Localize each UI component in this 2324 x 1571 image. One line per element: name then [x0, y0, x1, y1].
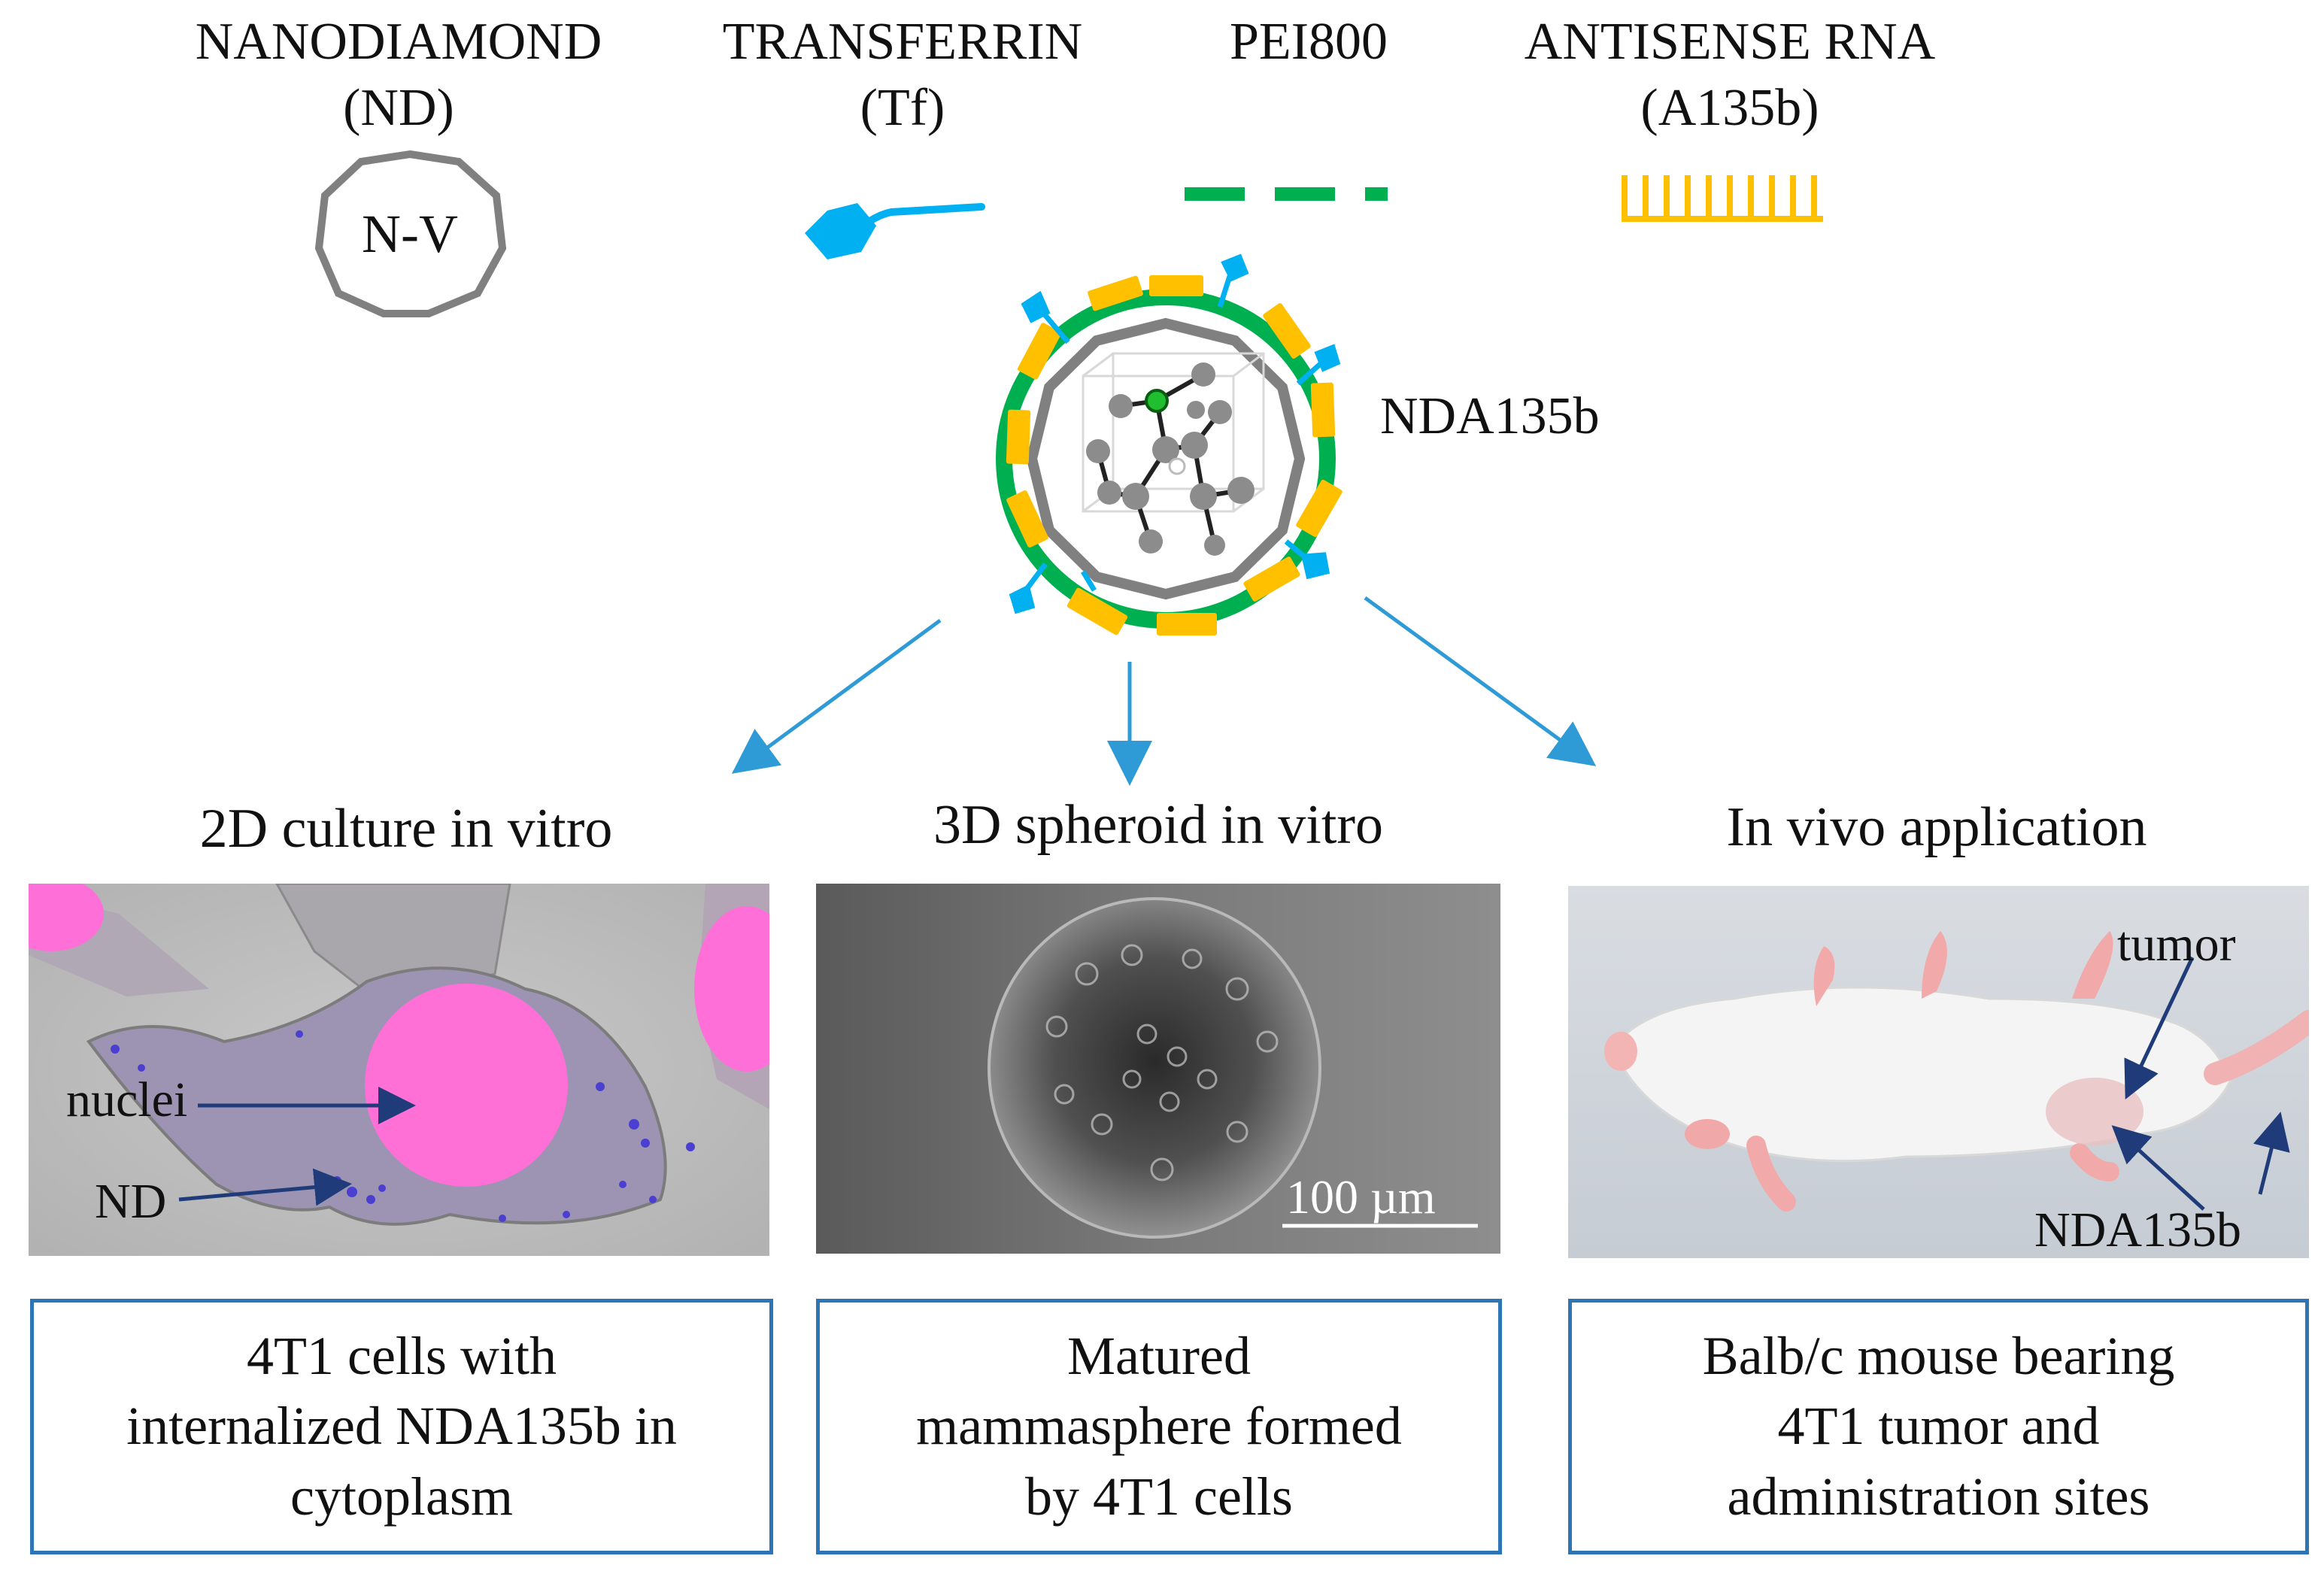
- legend-transferrin-abbrev: (Tf): [860, 78, 945, 137]
- legend-rna-label: ANTISENSE RNA (A135b): [1452, 9, 2008, 141]
- panel-3d-spheroid-image: 100 µm: [816, 884, 1500, 1254]
- legend-pei-name: PEI800: [1230, 13, 1388, 71]
- rna-strands: [1006, 275, 1343, 635]
- nv-center-atom: [1145, 389, 1169, 413]
- label-nd: ND: [95, 1174, 167, 1229]
- transferrin-ligands: [1009, 253, 1341, 614]
- transferrin-icon: [805, 203, 985, 259]
- nucleus-shape: [365, 984, 568, 1187]
- panel-title-in-vivo: In vivo application: [1726, 796, 2147, 858]
- antisense-rna-icon: [1622, 175, 1823, 222]
- legend-nanodiamond-label: NANODIAMOND (ND): [128, 9, 669, 141]
- caption-vivo-line1: Balb/c mouse bearing: [1702, 1325, 2175, 1386]
- legend-transferrin-name: TRANSFERRIN: [722, 13, 1083, 71]
- arrow-to-in-vivo: [1364, 596, 1597, 766]
- caption-2d-line1: 4T1 cells with: [247, 1325, 557, 1386]
- caption-3d-spheroid: Matured mammasphere formed by 4T1 cells: [816, 1299, 1502, 1554]
- panel-in-vivo-image: tumor NDA135b: [1568, 886, 2309, 1258]
- nanodiamond-icon: N-V: [314, 150, 507, 317]
- legend-rna-name: ANTISENSE RNA: [1524, 13, 1936, 71]
- nv-center-label: N-V: [362, 204, 458, 264]
- caption-3d-line3: by 4T1 cells: [1025, 1466, 1293, 1527]
- label-nuclei: nuclei: [66, 1072, 188, 1127]
- caption-3d-line1: Matured: [1067, 1325, 1251, 1386]
- legend-nanodiamond-abbrev: (ND): [343, 78, 454, 137]
- caption-in-vivo: Balb/c mouse bearing 4T1 tumor and admin…: [1568, 1299, 2309, 1554]
- scale-bar-label: 100 µm: [1286, 1170, 1436, 1224]
- label-administration-site: NDA135b: [2034, 1203, 2241, 1257]
- panel-2d-culture-image: nuclei ND: [29, 884, 769, 1256]
- arrow-to-2d-culture: [731, 618, 942, 774]
- caption-vivo-line3: administration sites: [1727, 1466, 2150, 1527]
- label-tumor: tumor: [2117, 917, 2236, 972]
- legend-nanodiamond-name: NANODIAMOND: [195, 13, 602, 71]
- caption-vivo-line2: 4T1 tumor and: [1777, 1396, 2100, 1457]
- caption-2d-line2: internalized NDA135b in: [126, 1396, 677, 1457]
- legend-pei-label: PEI800: [1173, 9, 1444, 75]
- panel-title-2d: 2D culture in vitro: [199, 798, 613, 860]
- panel-title-3d: 3D spheroid in vitro: [933, 794, 1384, 856]
- pei-icon: [1185, 187, 1421, 201]
- complex-label: NDA135b: [1380, 387, 1600, 445]
- spheroid-shape: [988, 897, 1321, 1239]
- legend-transferrin-label: TRANSFERRIN (Tf): [647, 9, 1158, 141]
- caption-2d-line3: cytoplasm: [290, 1466, 513, 1527]
- legend-rna-abbrev: (A135b): [1640, 78, 1819, 137]
- nda135b-complex-diagram: [996, 253, 1343, 635]
- caption-3d-line2: mammasphere formed: [916, 1396, 1402, 1457]
- caption-2d-culture: 4T1 cells with internalized NDA135b in c…: [30, 1299, 773, 1554]
